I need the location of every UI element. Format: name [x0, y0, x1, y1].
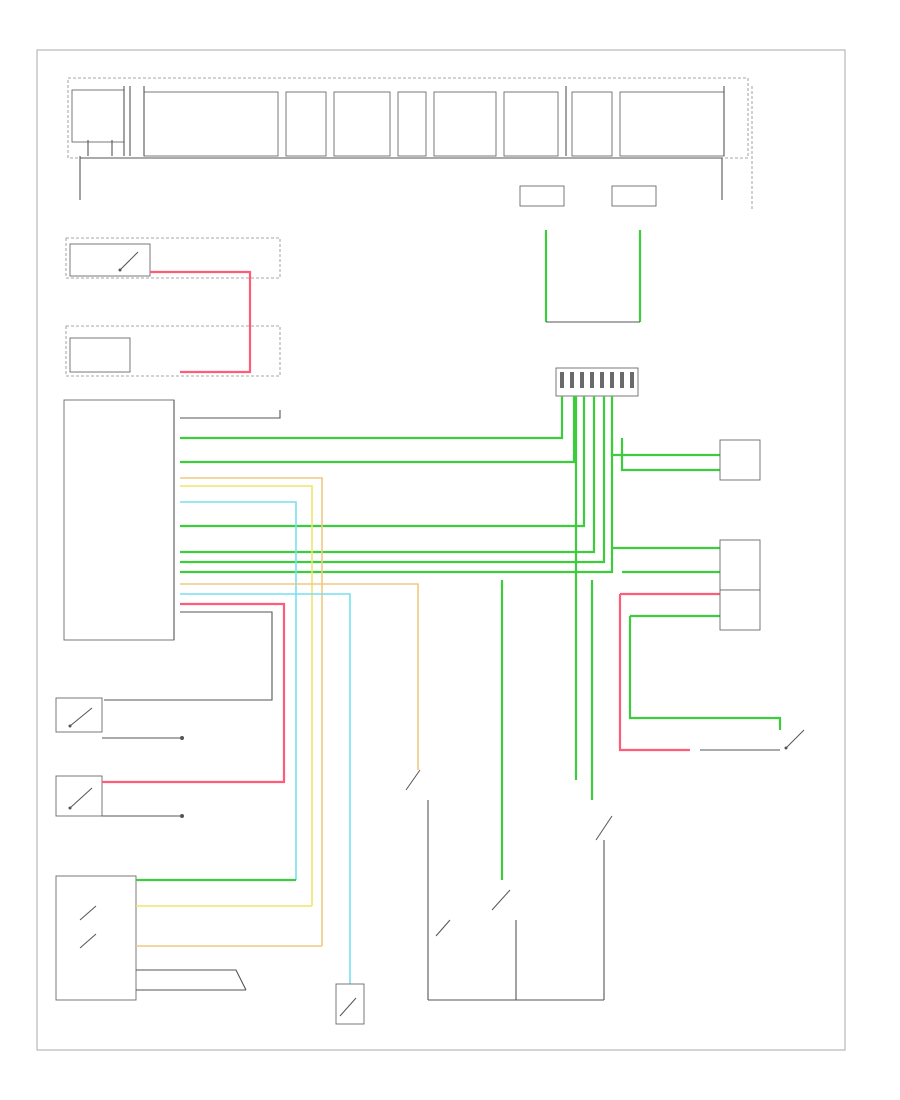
module-wire-bus: [104, 396, 614, 990]
upper-right-connectors: [519, 185, 657, 323]
splice-connector: [555, 367, 639, 397]
splice-pin: [590, 372, 594, 388]
splice-pin: [630, 372, 634, 388]
top-fuse-block: [67, 77, 753, 210]
splice-pin: [610, 372, 614, 388]
main-control-module: [63, 399, 281, 641]
lower-green-wires: [500, 396, 594, 880]
splice-pin: [600, 372, 604, 388]
pink-wire-ignition: [150, 270, 252, 374]
splice-pin: [570, 372, 574, 388]
ignition-switch: [65, 237, 281, 279]
splice-pin: [620, 372, 624, 388]
splice-pin: [580, 372, 584, 388]
left-lower-switches: [55, 697, 286, 818]
diagram-frame: [36, 49, 846, 1051]
fuse-module: [65, 325, 281, 377]
splice-pin: [560, 372, 564, 388]
multifunction-switch: [55, 875, 322, 1001]
right-side-wiring: [610, 438, 805, 752]
bottom-centre-switches: [335, 769, 613, 1025]
